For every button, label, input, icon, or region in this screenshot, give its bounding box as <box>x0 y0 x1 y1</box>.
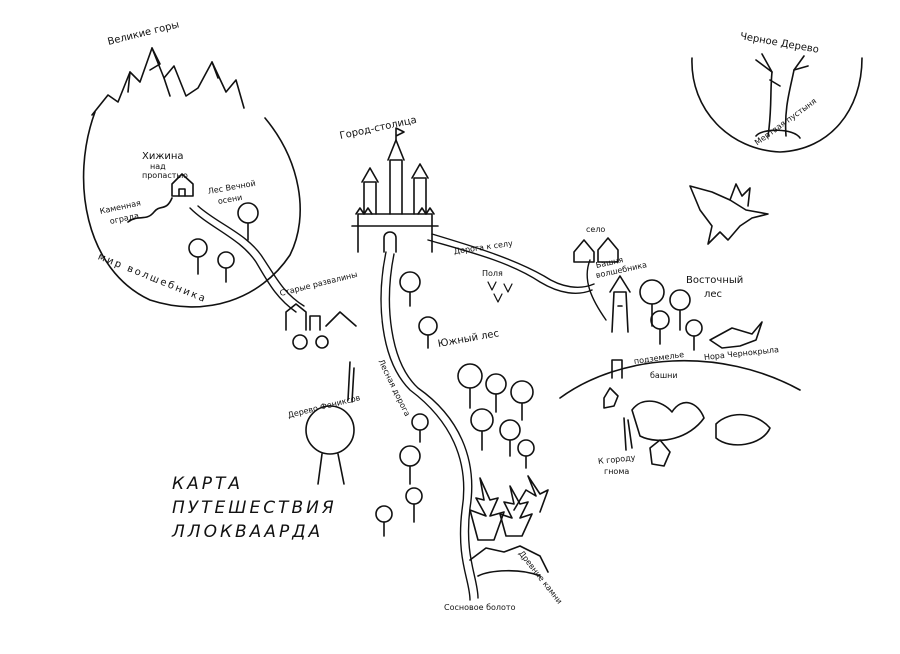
wizard-world-region <box>82 47 301 308</box>
label-abyss: пропастью <box>142 171 188 180</box>
village-icon <box>573 237 619 263</box>
east-forest-icon <box>639 279 703 351</box>
title-line-1: КАРТА <box>172 474 243 494</box>
phoenix-tree-icon <box>305 361 355 485</box>
title-line-3: ЛЛОКВААРДА <box>172 522 324 542</box>
castle-icon <box>351 127 439 253</box>
mountains-icon <box>91 47 245 116</box>
label-village: село <box>586 225 606 234</box>
ruins-icon <box>285 303 357 350</box>
label-over: над <box>150 162 166 171</box>
dragon-icon <box>689 183 769 245</box>
hut-icon <box>171 173 194 197</box>
label-fields: Поля <box>482 269 503 278</box>
black-tree-region <box>691 53 863 153</box>
roads-icon <box>189 205 607 601</box>
label-east-forest: Восточный <box>686 275 744 286</box>
pines-icon <box>469 475 549 541</box>
wizard-trees-icon <box>188 202 259 283</box>
fields-icon <box>487 281 513 303</box>
label-east-forest-2: лес <box>704 289 723 300</box>
label-pine-swamp: Сосновое болото <box>444 603 516 612</box>
tower-icon <box>609 275 631 333</box>
lair-creature-icon <box>709 321 763 349</box>
label-hut: Хижина <box>142 151 184 162</box>
spider-icon <box>603 387 619 409</box>
label-to-town-2: гнома <box>604 467 630 476</box>
stone-wall-icon <box>127 197 173 223</box>
south-forest-icon <box>375 271 535 537</box>
underground-region <box>559 359 801 467</box>
title-line-2: ПУТЕШЕСТВИЯ <box>172 498 337 518</box>
stones-icon <box>469 545 549 577</box>
label-underground-2: башни <box>650 371 678 380</box>
black-tree-icon <box>767 69 795 137</box>
